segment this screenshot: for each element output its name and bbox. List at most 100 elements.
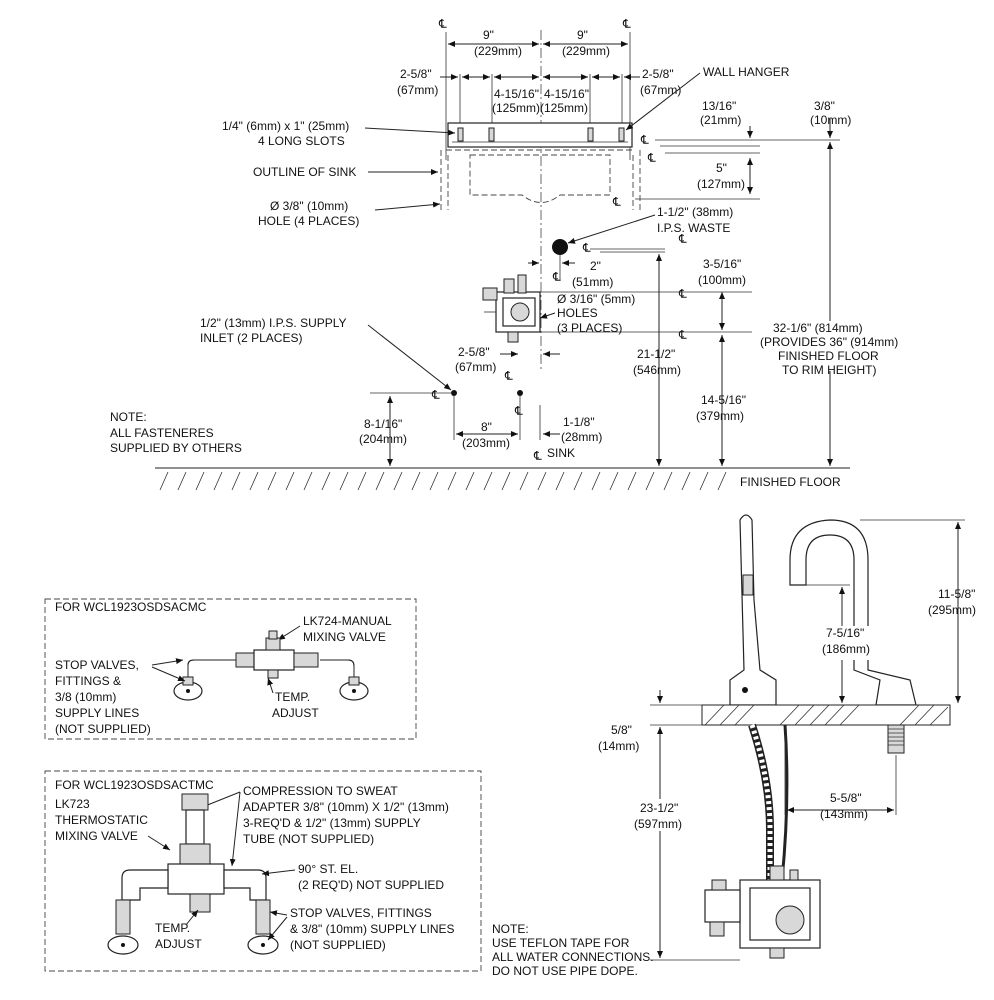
side-note-1: NOTE: xyxy=(492,922,529,936)
waste-size: 1-1/2" (38mm) xyxy=(657,205,733,219)
box2-title: FOR WCL1923OSDSACTMC xyxy=(55,778,214,792)
supply-inlet-label-2: INLET (2 PLACES) xyxy=(200,331,302,345)
dim-5-8: 5/8" xyxy=(611,723,632,737)
box2-stop-1: STOP VALVES, FITTINGS xyxy=(290,906,432,920)
box2-comp-3: 3-REQ'D & 1/2" (13mm) SUPPLY xyxy=(243,816,421,830)
hole-label-1: Ø 3/8" (10mm) xyxy=(270,199,348,213)
dim-4-15-16-right-mm: (125mm) xyxy=(540,101,588,115)
dim-11-5-8-mm: (295mm) xyxy=(928,603,976,617)
dim-5-mm: (127mm) xyxy=(697,177,745,191)
supply-inlet-label-1: 1/2" (13mm) I.P.S. SUPPLY xyxy=(200,316,347,330)
centerline-mark: ℄ xyxy=(582,241,591,255)
dim-2-5-8-mid: 2-5/8" xyxy=(458,345,490,359)
box2-comp-1: COMPRESSION TO SWEAT xyxy=(243,784,398,798)
centerline-mark: ℄ xyxy=(678,328,687,342)
mixing-valve-unit xyxy=(482,274,541,343)
dim-11-5-8: 11-5/8" xyxy=(938,587,975,601)
box1-valve-label-2: MIXING VALVE xyxy=(303,630,386,644)
slots-label-2: 4 LONG SLOTS xyxy=(258,134,345,148)
dim-13-16-mm: (21mm) xyxy=(700,113,741,127)
thermostatic-valve-drawing xyxy=(107,793,279,955)
centerline-mark: ℄ xyxy=(438,17,447,31)
note-line-2: ALL FASTENERES xyxy=(110,426,214,440)
box2-comp-4: TUBE (NOT SUPPLIED) xyxy=(243,832,374,846)
dim-5: 5" xyxy=(716,161,727,175)
dim-2-5-8-right: 2-5/8" xyxy=(642,67,674,81)
dim-23-1-2-mm: (597mm) xyxy=(634,817,682,831)
dim-14-5-16: 14-5/16" xyxy=(701,393,746,407)
side-note-3: ALL WATER CONNECTIONS. xyxy=(492,950,654,964)
dim-21-1-2: 21-1/2" xyxy=(637,347,675,361)
wall-hanger-plate xyxy=(447,122,633,148)
box2-lk-3: MIXING VALVE xyxy=(55,829,138,843)
box1-valve-label-1: LK724-MANUAL xyxy=(303,614,392,628)
dim-32-1-6: 32-1/6" (814mm) xyxy=(773,321,863,335)
dim-23-1-2: 23-1/2" xyxy=(640,801,678,815)
dim-3-8-mm: (10mm) xyxy=(810,113,851,127)
gooseneck-spout xyxy=(789,519,917,706)
dim-finished-floor: FINISHED FLOOR xyxy=(778,349,879,363)
side-note-2: USE TEFLON TAPE FOR xyxy=(492,936,630,950)
note-title: NOTE: xyxy=(110,410,147,424)
dim-1-1-8: 1-1/8" xyxy=(563,415,595,429)
centerline-mark: ℄ xyxy=(622,17,631,31)
dim-2-5-8-left: 2-5/8" xyxy=(400,67,432,81)
centerline-mark: ℄ xyxy=(647,151,656,165)
centerline-mark: ℄ xyxy=(552,270,561,284)
holes-size: Ø 3/16" (5mm) xyxy=(557,292,635,306)
dim-7-5-16: 7-5/16" xyxy=(826,626,864,640)
dim-5-5-8-mm: (143mm) xyxy=(820,807,868,821)
box1-stop-1: STOP VALVES, xyxy=(55,658,139,672)
dim-2-5-8-left-mm: (67mm) xyxy=(397,83,438,97)
outline-of-sink-label: OUTLINE OF SINK xyxy=(253,165,356,179)
dim-13-16: 13/16" xyxy=(702,99,736,113)
box2-lk-2: THERMOSTATIC xyxy=(55,813,148,827)
box1-stop-2: FITTINGS & xyxy=(55,674,121,688)
centerline-mark: ℄ xyxy=(514,404,523,418)
box1-title: FOR WCL1923OSDSACMC xyxy=(55,600,207,614)
dim-9in-right-mm: (229mm) xyxy=(562,44,610,58)
centerline-mark: ℄ xyxy=(612,195,621,209)
box1-stop-5: (NOT SUPPLIED) xyxy=(55,722,151,736)
dim-9in-right: 9" xyxy=(577,28,588,42)
dim-2-5-8-mid-mm: (67mm) xyxy=(455,360,496,374)
dim-8: 8" xyxy=(481,420,492,434)
waste-label: I.P.S. WASTE xyxy=(657,221,730,235)
hole-label-2: HOLE (4 PLACES) xyxy=(258,214,359,228)
box1-temp-2: ADJUST xyxy=(272,706,319,720)
box2-frame xyxy=(44,770,482,972)
dim-3-5-16: 3-5/16" xyxy=(703,257,741,271)
box1-temp-1: TEMP. xyxy=(275,690,310,704)
dim-2-5-8-right-mm: (67mm) xyxy=(640,83,681,97)
dim-4-15-16-right: 4-15/16" xyxy=(544,87,589,101)
dim-5-8-mm: (14mm) xyxy=(598,739,639,753)
holes-label: HOLES xyxy=(557,306,598,320)
box2-el-1: 90° ST. EL. xyxy=(298,862,358,876)
dim-2-mm: (51mm) xyxy=(572,275,613,289)
dim-7-5-16-mm: (186mm) xyxy=(822,642,870,656)
side-note-4: DO NOT USE PIPE DOPE. xyxy=(492,964,638,978)
holes-places: (3 PLACES) xyxy=(557,321,622,335)
box2-lk-1: LK723 xyxy=(55,797,90,811)
centerline-mark: ℄ xyxy=(678,287,687,301)
thermostatic-option-box: FOR WCL1923OSDSACTMC LK723 THERMOSTATIC … xyxy=(44,770,482,972)
dim-21-1-2-mm: (546mm) xyxy=(633,363,681,377)
waste-outlet xyxy=(552,239,568,255)
dim-9in-left-mm: (229mm) xyxy=(474,44,522,58)
box2-comp-2: ADAPTER 3/8" (10mm) X 1/2" (13mm) xyxy=(243,800,449,814)
box2-el-2: (2 REQ'D) NOT SUPPLIED xyxy=(298,878,444,892)
dim-3-8: 3/8" xyxy=(814,99,835,113)
dim-2: 2" xyxy=(590,259,601,273)
box1-frame xyxy=(44,598,417,740)
dim-9in-left: 9" xyxy=(483,28,494,42)
wall-hanger-label: WALL HANGER xyxy=(703,65,790,79)
faucet-side-view: 11-5/8" (295mm) 7-5/16" (186mm) 5/8" (14… xyxy=(492,514,976,978)
dim-3-5-16-mm: (100mm) xyxy=(698,273,746,287)
centerline-mark: ℄ xyxy=(504,369,513,383)
note-line-3: SUPPLIED BY OTHERS xyxy=(110,441,242,455)
box2-stop-3: (NOT SUPPLIED) xyxy=(290,938,386,952)
dim-rim-height: TO RIM HEIGHT) xyxy=(782,363,876,377)
dim-8-1-16: 8-1/16" xyxy=(364,417,402,431)
finished-floor-label: FINISHED FLOOR xyxy=(740,475,841,489)
